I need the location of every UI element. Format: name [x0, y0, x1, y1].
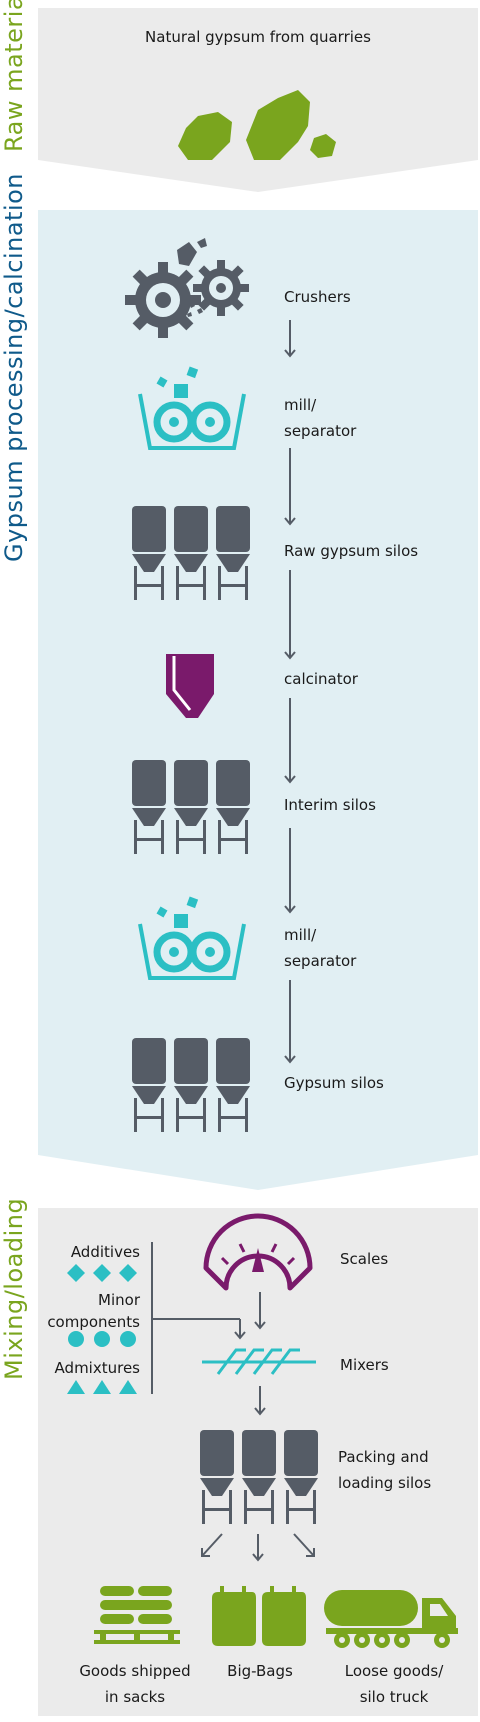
admixture-triangle-icon — [93, 1380, 111, 1394]
input-shapes — [67, 1264, 137, 1394]
step-mill2-label-line2: separator — [284, 952, 357, 970]
minor-components-label-line1: Minor — [98, 1291, 140, 1309]
gypsum-silos-icon — [132, 1038, 250, 1132]
sacks-label-line2: in sacks — [104, 1688, 166, 1706]
step-interim-silos-label: Interim silos — [284, 796, 376, 814]
admixture-triangle-icon — [119, 1380, 137, 1394]
mixer-to-silos-arrow — [254, 1386, 266, 1416]
step-calcinator-label: calcinator — [284, 670, 358, 688]
scales-to-mixer-arrow — [254, 1292, 266, 1330]
mixers-icon — [202, 1348, 316, 1375]
mill-separator-icon — [138, 366, 246, 450]
raw-material-title: Raw material — [0, 0, 28, 152]
interim-silos-icon — [132, 760, 250, 854]
minor-component-dot-icon — [68, 1331, 84, 1347]
processing-title: Gypsum processing/calcination — [0, 172, 28, 562]
raw-material-caption: Natural gypsum from quarries — [145, 28, 371, 46]
step-raw-silos-label: Raw gypsum silos — [284, 542, 419, 560]
additives-label: Additives — [70, 1243, 140, 1261]
admixture-triangle-icon — [67, 1380, 85, 1394]
process-flow-arrows — [284, 320, 296, 1064]
step-mill1-label-line1: mill/ — [284, 396, 317, 414]
step-mill2-label-line1: mill/ — [284, 926, 317, 944]
additive-diamond-icon — [67, 1264, 85, 1282]
output-arrows — [201, 1533, 315, 1562]
scales-label: Scales — [340, 1250, 389, 1268]
bigbags-label: Big-Bags — [227, 1662, 293, 1680]
mixing-title: Mixing/loading — [0, 1197, 28, 1380]
loose-goods-label-line1: Loose goods/ — [344, 1662, 444, 1680]
step-gypsum-silos-label: Gypsum silos — [284, 1074, 384, 1092]
minor-component-dot-icon — [94, 1331, 110, 1347]
mixers-label: Mixers — [340, 1356, 389, 1374]
additive-diamond-icon — [93, 1264, 111, 1282]
additive-diamond-icon — [119, 1264, 137, 1282]
mill-separator-icon — [138, 896, 246, 980]
minor-component-dot-icon — [120, 1331, 136, 1347]
raw-silos-icon — [132, 506, 250, 600]
raw-material-panel — [38, 8, 478, 192]
crusher-gears-icon — [125, 238, 249, 338]
big-bags-icon — [212, 1586, 306, 1646]
calcinator-icon — [166, 654, 214, 718]
admixtures-label: Admixtures — [54, 1359, 140, 1377]
packing-silos-label-line1: Packing and — [338, 1448, 429, 1466]
packing-silos-icon — [200, 1430, 318, 1524]
loose-goods-label-line2: silo truck — [359, 1688, 429, 1706]
minor-components-label-line2: components — [47, 1313, 140, 1331]
scales-icon — [203, 1213, 313, 1291]
step-crushers-label: Crushers — [284, 288, 351, 306]
silo-truck-icon — [324, 1590, 458, 1648]
sacks-label-line1: Goods shipped — [79, 1662, 191, 1680]
step-mill1-label-line2: separator — [284, 422, 357, 440]
processing-panel — [38, 210, 478, 1190]
packing-silos-label-line2: loading silos — [338, 1474, 432, 1492]
sacks-pallet-icon — [94, 1586, 180, 1644]
gypsum-rocks-icon — [178, 90, 336, 160]
inputs-to-mixer-arrow — [151, 1242, 246, 1394]
